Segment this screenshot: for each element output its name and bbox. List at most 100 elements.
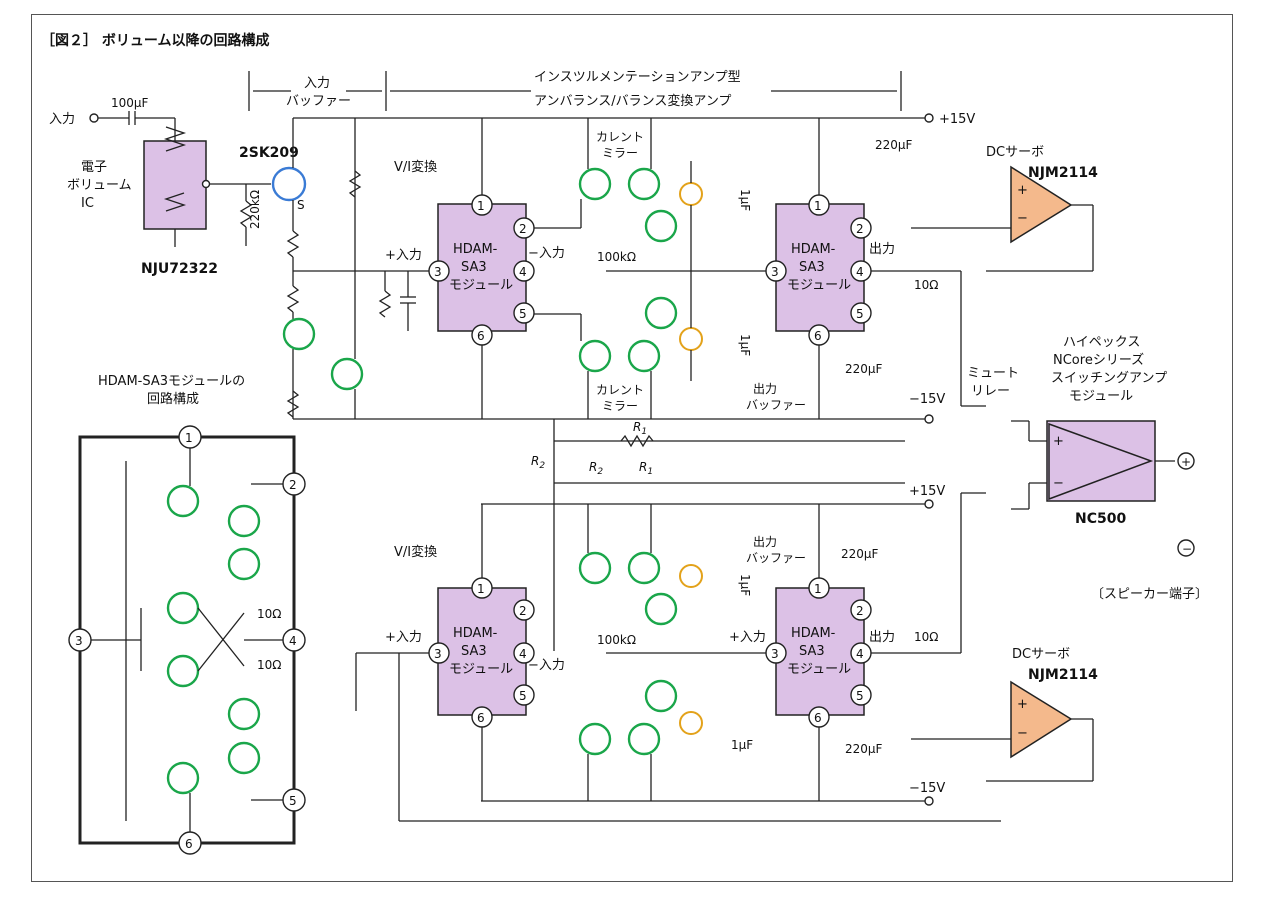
nc500-label: NC500 xyxy=(1075,511,1126,527)
svg-text:2: 2 xyxy=(289,478,297,492)
svg-text:6: 6 xyxy=(814,711,822,725)
out-buffer-top-1: 出力 xyxy=(753,382,777,396)
rail-neg-bottom: −15V xyxy=(909,781,945,796)
hdam-r10-a: 10Ω xyxy=(257,607,281,621)
input-cap-label: 100μF xyxy=(111,96,149,110)
svg-text:SA3: SA3 xyxy=(799,644,825,659)
svg-text:モジュール: モジュール xyxy=(787,662,851,677)
r-in-label: 220kΩ xyxy=(248,190,262,229)
svg-text:HDAM-: HDAM- xyxy=(453,242,498,257)
amp-name-3: スイッチングアンプ xyxy=(1051,371,1167,386)
svg-text:1: 1 xyxy=(185,431,193,445)
plus-in-label-bottom: +入力 xyxy=(385,630,422,645)
svg-text:SA3: SA3 xyxy=(461,644,487,659)
svg-text:6: 6 xyxy=(477,711,485,725)
r100k-bottom: 100kΩ xyxy=(597,633,636,647)
svg-text:−: − xyxy=(1053,476,1064,491)
fet-source-label: S xyxy=(297,198,305,212)
r1-label-top: R1 xyxy=(633,420,647,437)
current-mirror-top-2: ミラー xyxy=(602,146,638,160)
volume-ic-name-3: IC xyxy=(81,196,94,211)
svg-text:モジュール: モジュール xyxy=(449,278,513,293)
c1u-bot-2: 1μF xyxy=(731,738,753,752)
svg-text:2: 2 xyxy=(519,222,527,236)
r10-bottom: 10Ω xyxy=(914,630,938,644)
svg-text:3: 3 xyxy=(771,265,779,279)
svg-text:1: 1 xyxy=(477,199,485,213)
current-mirror-bot-1: カレント xyxy=(596,383,644,397)
r100k-top: 100kΩ xyxy=(597,250,636,264)
hdam-module-top-left xyxy=(437,203,527,332)
rail-pos-bottom: +15V xyxy=(909,484,945,499)
current-mirror-bot-2: ミラー xyxy=(602,399,638,413)
svg-text:−: − xyxy=(1017,211,1028,226)
mute-label-2: リレー xyxy=(971,384,1010,399)
cap-220-bottom-pos: 220μF xyxy=(841,547,879,561)
svg-text:HDAM-: HDAM- xyxy=(453,626,498,641)
svg-text:5: 5 xyxy=(519,689,527,703)
servo-part-bottom: NJM2114 xyxy=(1028,667,1098,683)
hdam-module-bottom-right xyxy=(775,587,865,716)
amp-name-1: ハイペックス xyxy=(1063,335,1140,350)
pins-bottom: 1 2 3 4 5 6 1 2 3 4 5 6 xyxy=(428,577,872,728)
svg-text:2: 2 xyxy=(519,604,527,618)
svg-text:6: 6 xyxy=(814,329,822,343)
c1u-bot-1: 1μF xyxy=(738,574,752,596)
rail-neg-top: −15V xyxy=(909,392,945,407)
servo-label-top: DCサーボ xyxy=(986,145,1044,160)
fet-2sk209 xyxy=(271,166,307,202)
svg-text:4: 4 xyxy=(289,634,297,648)
svg-text:5: 5 xyxy=(519,307,527,321)
ia-amp-label-1: インスツルメンテーションアンプ型 xyxy=(534,70,741,85)
amp-name-2: NCoreシリーズ xyxy=(1053,352,1144,368)
rail-pos-top: +15V xyxy=(939,112,975,127)
amp-name-4: モジュール xyxy=(1069,389,1133,404)
mute-label-1: ミュート xyxy=(967,366,1019,381)
svg-text:+: + xyxy=(1053,434,1064,449)
fet-part-label: 2SK209 xyxy=(239,145,299,161)
svg-text:モジュール: モジュール xyxy=(449,662,513,677)
pins-top: 1 2 3 4 5 6 1 2 3 4 5 6 xyxy=(428,194,872,346)
minus-in-label-bottom: −入力 xyxy=(528,658,565,673)
svg-text:HDAM-: HDAM- xyxy=(791,242,836,257)
out-label-top: 出力 xyxy=(869,242,895,257)
cap-220-top: 220μF xyxy=(875,138,913,152)
svg-text:モジュール: モジュール xyxy=(787,278,851,293)
svg-text:5: 5 xyxy=(856,689,864,703)
svg-text:2: 2 xyxy=(856,604,864,618)
vi-label-bottom: V/I変換 xyxy=(394,544,437,560)
r2-label-bot: R2 xyxy=(589,460,603,477)
input-buffer-label-2: バッファー xyxy=(286,94,351,109)
svg-text:3: 3 xyxy=(434,647,442,661)
cap-220-top-neg: 220μF xyxy=(845,362,883,376)
out-buffer-bottom-2: バッファー xyxy=(746,551,806,565)
current-mirror-top-1: カレント xyxy=(596,130,644,144)
volume-ic-name-2: ボリューム xyxy=(67,178,132,193)
section-brackets xyxy=(248,71,902,111)
svg-text:SA3: SA3 xyxy=(799,260,825,275)
svg-text:−: − xyxy=(1017,726,1028,741)
svg-text:+: + xyxy=(1017,697,1028,712)
input-buffer-label-1: 入力 xyxy=(304,76,330,91)
c1u-top: 1μF xyxy=(738,189,752,211)
minus-in-label: −入力 xyxy=(528,246,565,261)
vi-label-top: V/I変換 xyxy=(394,159,437,175)
svg-text:+: + xyxy=(1181,455,1191,469)
svg-text:3: 3 xyxy=(771,647,779,661)
svg-text:3: 3 xyxy=(434,265,442,279)
svg-text:SA3: SA3 xyxy=(461,260,487,275)
svg-text:6: 6 xyxy=(477,329,485,343)
svg-text:3: 3 xyxy=(75,634,83,648)
input-label: 入力 xyxy=(49,112,75,127)
svg-text:1: 1 xyxy=(814,199,822,213)
dc-servo-top xyxy=(1010,165,1073,244)
dc-servo-bottom xyxy=(1010,680,1073,759)
svg-text:4: 4 xyxy=(519,647,527,661)
hdam-block-transistors xyxy=(166,484,261,795)
svg-text:+: + xyxy=(1017,183,1028,198)
r1-label-bot: R1 xyxy=(639,460,653,477)
svg-text:4: 4 xyxy=(519,265,527,279)
svg-text:HDAM-: HDAM- xyxy=(791,626,836,641)
out-buffer-top-2: バッファー xyxy=(746,398,806,412)
out-label-bottom: 出力 xyxy=(869,630,895,645)
